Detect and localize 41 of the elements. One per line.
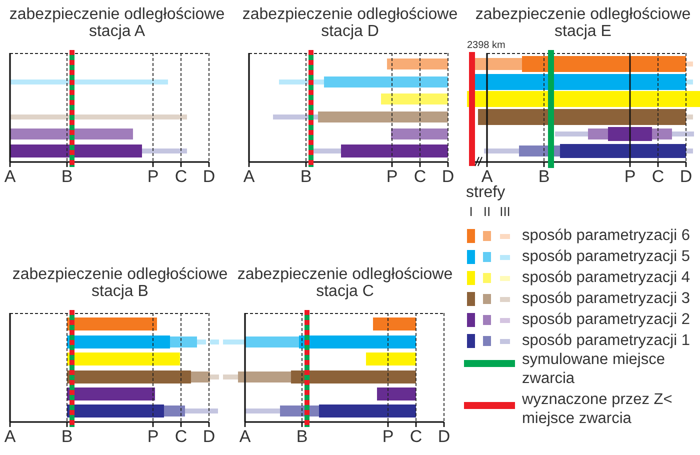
chart-title: zabezpieczenie odległościowe stacja B <box>11 266 229 300</box>
legend-label: wyznaczone przez Z< miejsce zwarcia <box>522 390 674 428</box>
column-label: II <box>483 205 491 219</box>
axis-label: D <box>438 428 450 446</box>
legend-label: sposób parametryzacji 2 <box>522 310 690 329</box>
chart-title: zabezpieczenie odległościowe stacja A <box>8 6 226 40</box>
axis-label: A <box>239 428 251 446</box>
axis-label: C <box>174 168 188 186</box>
axis-label: A <box>4 168 16 186</box>
axis-label: D <box>202 168 216 186</box>
axis-label: A <box>4 428 16 446</box>
legend-label: sposób parametryzacji 3 <box>522 289 690 308</box>
axis-label: B <box>61 428 73 446</box>
axis-label: B <box>61 168 73 186</box>
axis-label: D <box>202 428 216 446</box>
legend-label: sposób parametryzacji 1 <box>522 331 690 350</box>
legend-label: sposób parametryzacji 5 <box>522 247 690 266</box>
column-label: I <box>469 205 473 219</box>
axis-label: P <box>624 168 636 186</box>
axis-label: A <box>481 168 493 186</box>
column-label: III <box>500 205 510 219</box>
axis-label: C <box>174 428 188 446</box>
axis-label: C <box>410 428 422 446</box>
axis-label: P <box>147 428 159 446</box>
axis-label: D <box>442 168 454 186</box>
axis-label: P <box>386 168 398 186</box>
axis-label: B <box>296 428 308 446</box>
axis-label: A <box>243 168 255 186</box>
axis-label: D <box>680 168 692 186</box>
axis-label: C <box>652 168 664 186</box>
legend-heading: strefy <box>466 184 506 202</box>
chart-title: zabezpieczenie odległościowe stacja C <box>236 266 454 300</box>
axis-label: C <box>414 168 426 186</box>
axis-label: P <box>382 428 394 446</box>
legend-label: sposób parametryzacji 4 <box>522 268 690 287</box>
axis-label: P <box>147 168 159 186</box>
chart-title: zabezpieczenie odległościowe stacja E <box>474 6 692 40</box>
legend-label: sposób parametryzacji 6 <box>522 226 690 245</box>
axis-label: B <box>538 168 550 186</box>
axis-label: B <box>300 168 312 186</box>
chart-title: zabezpieczenie odległościowe stacja D <box>241 6 459 40</box>
